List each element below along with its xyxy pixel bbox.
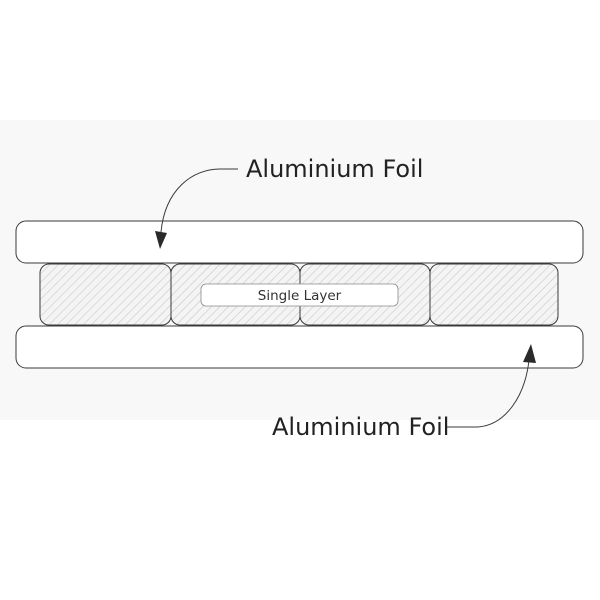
- top-arrow-icon: [155, 231, 167, 249]
- bottom-leader-line: [447, 359, 530, 428]
- bottom-foil-layer: [15, 325, 584, 369]
- bottom-arrow-icon: [523, 344, 536, 363]
- single-layer-label: Single Layer: [258, 288, 342, 304]
- single-layer-label-box: [200, 283, 399, 307]
- top-foil-label: Aluminium Foil: [246, 155, 423, 183]
- layer-cell: [39, 263, 172, 326]
- bottom-foil-label: Aluminium Foil: [272, 413, 449, 441]
- top-leader-line: [160, 168, 238, 233]
- layer-cell: [429, 263, 559, 326]
- top-foil-layer: [15, 220, 584, 264]
